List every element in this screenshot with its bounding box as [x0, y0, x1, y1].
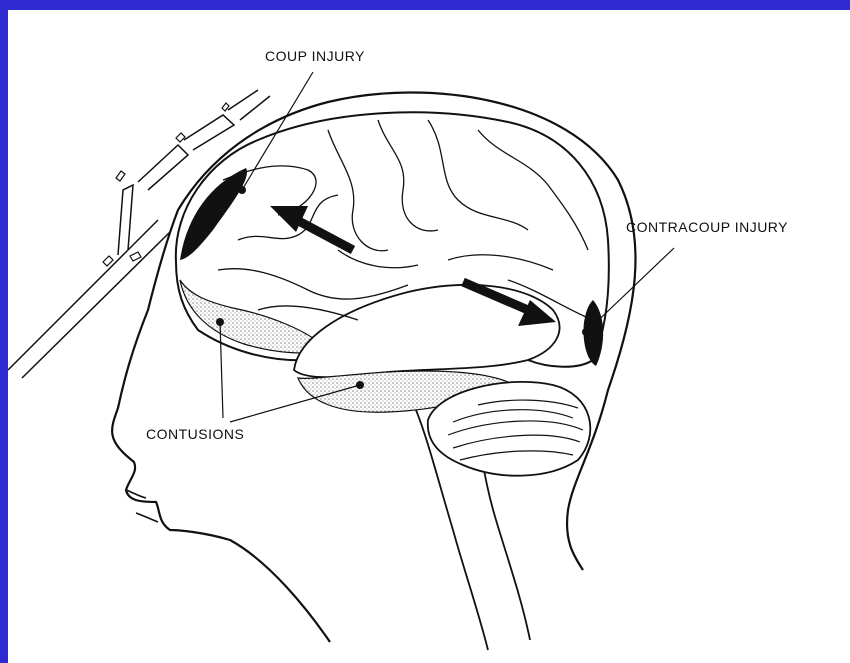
coup-injury-label: COUP INJURY — [265, 48, 365, 64]
contusions-label: CONTUSIONS — [146, 426, 244, 442]
cerebellum — [428, 382, 591, 476]
brain-diagram — [8, 10, 850, 663]
diagram-canvas: COUP INJURY CONTRACOUP INJURY CONTUSIONS — [8, 10, 850, 663]
contracoup-injury-label: CONTRACOUP INJURY — [626, 219, 788, 235]
face-features — [126, 490, 158, 522]
